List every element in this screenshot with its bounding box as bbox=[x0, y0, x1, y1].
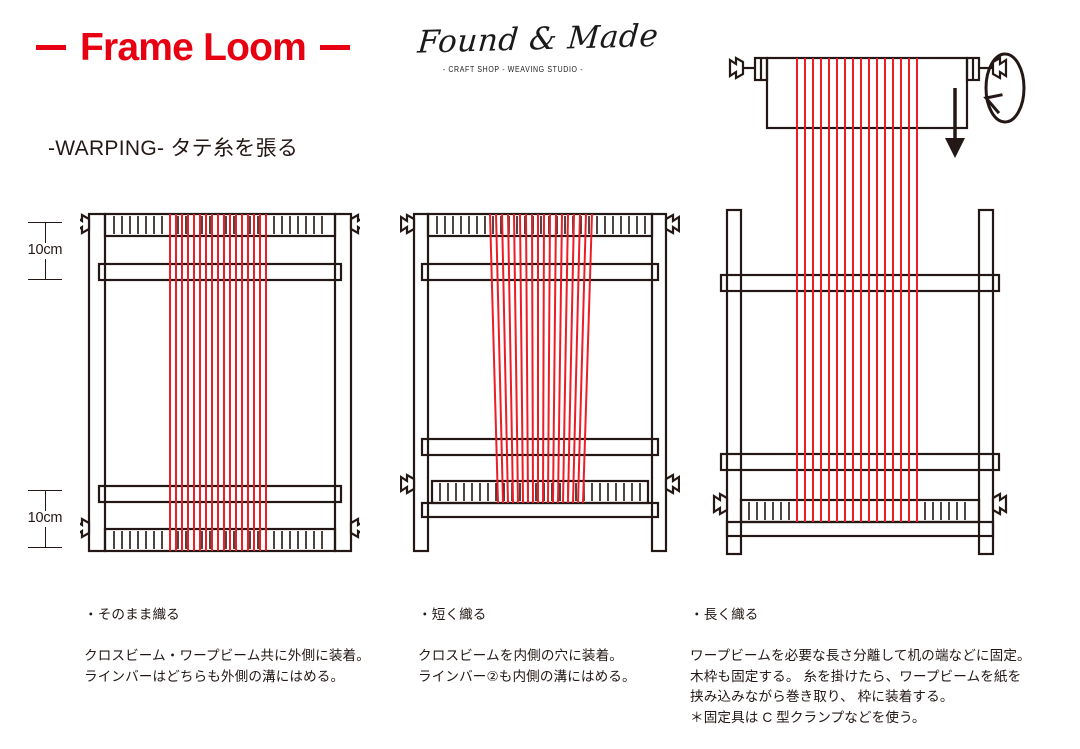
cross-beam-bottom bbox=[420, 437, 660, 457]
comb-beam-top bbox=[103, 212, 337, 238]
base-rail bbox=[725, 520, 995, 538]
comb-beam-top bbox=[426, 212, 654, 238]
scale-stem-bottom-lower bbox=[44, 526, 46, 547]
scale-stem-top-lower bbox=[44, 258, 46, 279]
clamp-bottom-right bbox=[664, 473, 680, 495]
clamp-bottom-left bbox=[80, 517, 91, 539]
brand-logo: Found & Made - CRAFT SHOP - WEAVING STUD… bbox=[416, 17, 660, 74]
cross-beam-bottom bbox=[97, 484, 343, 504]
caption-head-short: ・短く織る bbox=[418, 606, 487, 622]
scale-label-bottom: 10cm bbox=[27, 510, 63, 526]
caption-loom-standard: ・そのまま織る クロスビーム・ワープビーム共に外側に装着。 ラインバーはどちらも… bbox=[84, 584, 404, 708]
scale-stem-top bbox=[44, 223, 46, 243]
scale-mark-bottom: 10cm bbox=[16, 490, 74, 548]
title-rule-right bbox=[320, 45, 351, 50]
brand-tagline: - CRAFT SHOP - WEAVING STUDIO - bbox=[442, 63, 584, 74]
comb-teeth-top bbox=[436, 216, 646, 234]
beam-clamp-left bbox=[728, 56, 745, 80]
clamp-bottom-right bbox=[349, 517, 360, 539]
caption-body-short: クロスビームを内側の穴に装着。 ラインバー②も内側の溝にはめる。 bbox=[418, 647, 636, 684]
clamp-top-right bbox=[349, 213, 360, 235]
scale-cap-bottom bbox=[28, 490, 62, 491]
diagram-loom-standard bbox=[80, 205, 360, 560]
caption-head-long: ・長く織る bbox=[690, 606, 759, 622]
comb-beam-bottom bbox=[103, 527, 337, 553]
title-block: Frame Loom bbox=[36, 26, 351, 69]
caption-loom-short: ・短く織る クロスビームを内側の穴に装着。 ラインバー②も内側の溝にはめる。 bbox=[418, 584, 688, 708]
page-header: Frame Loom Found & Made - CRAFT SHOP - W… bbox=[0, 0, 1080, 120]
caption-body-standard: クロスビーム・ワープビーム共に外側に装着。 ラインバーはどちらも外側の溝にはめる… bbox=[84, 647, 370, 684]
brand-name: Found & Made bbox=[416, 17, 660, 61]
warp-threads bbox=[169, 214, 267, 551]
comb-teeth-bottom bbox=[439, 483, 641, 501]
frame-post-right bbox=[650, 212, 668, 553]
frame-post-left bbox=[87, 212, 107, 553]
section-title: -WARPING- タテ糸を張る bbox=[48, 137, 299, 160]
cross-beam-top bbox=[420, 262, 660, 282]
clamp-top-left bbox=[400, 213, 416, 235]
frame-post-right bbox=[333, 212, 353, 553]
warp-beam bbox=[743, 56, 993, 130]
warp-threads bbox=[796, 58, 918, 522]
down-arrow-icon bbox=[945, 88, 965, 158]
clamp-bottom-left bbox=[400, 473, 416, 495]
caption-loom-long: ・長く織る ワープビームを必要な長さ分離して机の端などに固定。 木枠も固定する。… bbox=[690, 584, 1070, 749]
cross-beam-top bbox=[97, 262, 343, 282]
scale-cap-bottom-bottom bbox=[28, 546, 62, 548]
clamp-top-right bbox=[664, 213, 680, 235]
caption-head-standard: ・そのまま織る bbox=[84, 606, 180, 622]
warp-threads bbox=[489, 213, 593, 504]
scale-label-top: 10cm bbox=[27, 242, 63, 258]
scale-cap-top-bottom bbox=[28, 278, 62, 280]
clamp-bottom-left bbox=[712, 492, 729, 516]
beam-clamp-right bbox=[991, 56, 1008, 80]
clamp-top-left bbox=[80, 213, 91, 235]
comb-teeth-bottom bbox=[748, 502, 966, 520]
scale-cap-top bbox=[28, 222, 62, 223]
scale-stem-bottom bbox=[44, 491, 46, 511]
rotate-arrow-icon bbox=[983, 52, 1026, 124]
page-title: Frame Loom bbox=[80, 26, 307, 69]
base-rail bbox=[420, 501, 660, 519]
diagram-loom-short bbox=[400, 205, 680, 560]
clamp-bottom-right bbox=[991, 492, 1008, 516]
frame-post-left bbox=[725, 208, 743, 556]
scale-mark-top: 10cm bbox=[16, 222, 74, 280]
diagram-loom-long bbox=[705, 40, 1035, 560]
frame-post-left bbox=[412, 212, 430, 553]
title-rule-left bbox=[36, 45, 66, 50]
caption-body-long: ワープビームを必要な長さ分離して机の端などに固定。 木枠も固定する。 糸を掛けた… bbox=[690, 647, 1031, 725]
frame-post-right bbox=[977, 208, 995, 556]
